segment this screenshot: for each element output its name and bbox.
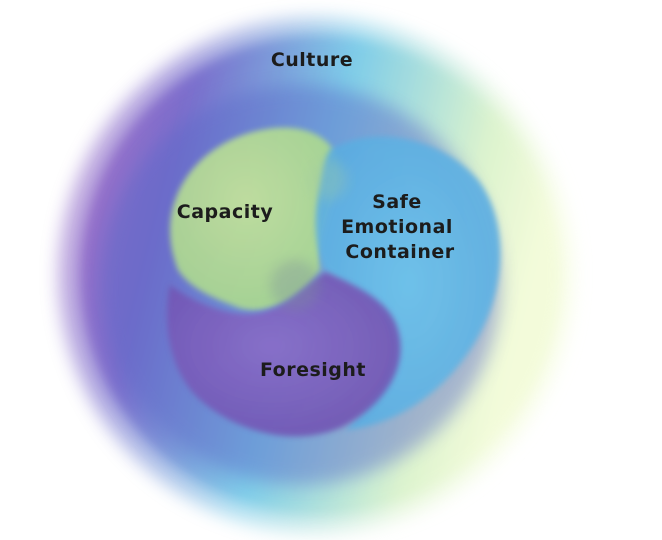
label-container: Container [345,241,454,263]
label-culture: Culture [271,49,353,71]
label-safe: Safe [372,191,422,213]
label-capacity: Capacity [177,201,274,223]
label-foresight: Foresight [260,359,366,381]
segment-safe-emotional-container [315,136,501,430]
segment-foresight [167,272,401,437]
swirl-segments [167,127,501,437]
label-emotional: Emotional [341,216,453,238]
